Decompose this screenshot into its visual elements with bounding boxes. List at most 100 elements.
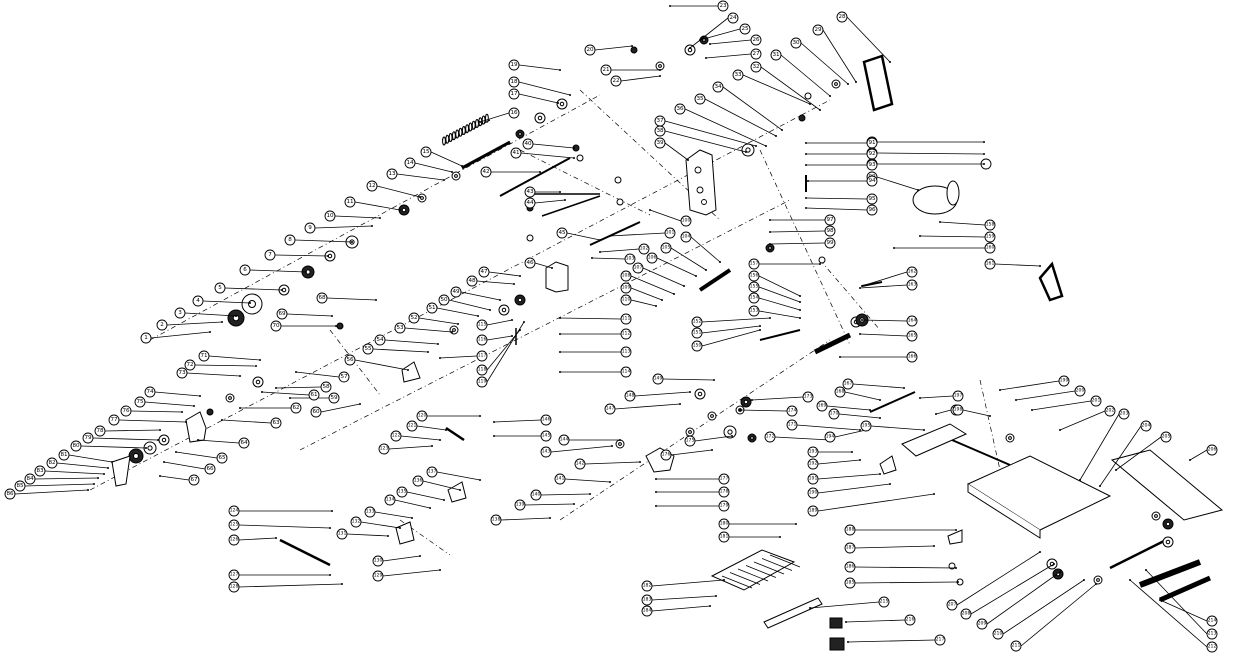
callout-bubble-199 xyxy=(1058,375,1070,387)
callout-anchor-102 xyxy=(599,251,601,253)
callout-leader-174 xyxy=(739,409,788,412)
callout-anchor-57 xyxy=(295,371,297,373)
callout-bubble-138 xyxy=(490,514,502,526)
tray-slot-2 xyxy=(737,568,769,582)
callout-anchor-110 xyxy=(655,305,657,307)
callout-bubble-95 xyxy=(866,193,878,205)
callout-number-188: 188 xyxy=(846,527,855,533)
callout-number-214: 214 xyxy=(1208,618,1217,624)
callout-anchor-215 xyxy=(809,607,811,609)
callout-leader-148 xyxy=(634,391,691,397)
callout-leader-63 xyxy=(221,419,272,424)
callout-bubble-187 xyxy=(844,542,856,554)
callout-number-138: 138 xyxy=(492,517,501,523)
callout-bubble-39 xyxy=(654,137,666,149)
callout-bubble-100 xyxy=(680,215,692,227)
callout-number-58: 58 xyxy=(322,384,330,390)
callout-leader-147 xyxy=(614,403,681,410)
callout-bubble-200 xyxy=(1074,385,1086,397)
callout-leader-13 xyxy=(396,173,445,181)
callout-187: 187 xyxy=(844,542,935,554)
callout-bubble-42 xyxy=(480,166,492,178)
callout-anchor-139 xyxy=(573,503,575,505)
callout-123: 123 xyxy=(378,443,433,455)
callout-137: 137 xyxy=(426,466,481,481)
callout-bubble-51 xyxy=(426,302,438,314)
callout-leader-44 xyxy=(534,199,566,204)
callout-number-139: 139 xyxy=(516,502,525,508)
callout-24: 24 xyxy=(689,12,739,49)
callout-183: 183 xyxy=(641,594,717,606)
callout-number-158: 158 xyxy=(986,222,995,228)
callout-leader-214 xyxy=(1159,599,1208,622)
callout-bubble-188 xyxy=(844,524,856,536)
callout-anchor-153 xyxy=(799,317,801,319)
callout-leader-79 xyxy=(92,437,159,441)
callout-bubble-179 xyxy=(718,500,730,512)
callout-number-180: 180 xyxy=(720,521,729,527)
callout-number-145: 145 xyxy=(542,433,551,439)
callout-number-173: 173 xyxy=(804,394,813,400)
callout-number-57: 57 xyxy=(340,374,348,380)
callout-41: 41 xyxy=(510,147,575,159)
callout-leader-182 xyxy=(651,579,725,587)
callout-57: 57 xyxy=(295,371,350,383)
callout-leader-132 xyxy=(360,521,401,529)
callout-leader-108 xyxy=(630,275,675,295)
callout-89: 89 xyxy=(866,158,985,170)
callout-bubble-135 xyxy=(396,486,408,498)
callout-anchor-201 xyxy=(1031,409,1033,411)
callout-leader-24 xyxy=(689,17,729,49)
bracket-part-137 xyxy=(447,481,467,503)
callout-bubble-117 xyxy=(476,350,488,362)
callout-number-44: 44 xyxy=(526,200,534,206)
callout-40: 40 xyxy=(522,138,575,150)
callout-anchor-94 xyxy=(807,180,809,182)
callout-69: 69 xyxy=(276,308,333,320)
callout-leader-73 xyxy=(186,372,241,377)
callout-anchor-152 xyxy=(769,317,771,319)
callout-bubble-192 xyxy=(807,458,819,470)
callout-number-6: 6 xyxy=(243,267,247,273)
callout-194: 194 xyxy=(824,429,867,443)
callout-anchor-100 xyxy=(649,209,651,211)
callout-number-33: 33 xyxy=(734,72,742,78)
callout-54: 54 xyxy=(374,334,439,346)
belt-part-28 xyxy=(862,54,894,112)
callout-number-67: 67 xyxy=(190,477,198,483)
callout-86: 86 xyxy=(4,488,89,500)
callout-27: 27 xyxy=(705,48,762,60)
callout-number-97: 97 xyxy=(826,217,834,223)
callout-74: 74 xyxy=(144,386,201,398)
callout-32: 32 xyxy=(750,61,821,111)
callout-leader-58 xyxy=(275,386,322,389)
callout-leader-25 xyxy=(699,28,741,41)
callout-18: 18 xyxy=(508,76,571,96)
callout-anchor-75 xyxy=(193,405,195,407)
gear-49 xyxy=(614,176,622,184)
axis-link-5 xyxy=(819,259,881,331)
callout-bubble-198 xyxy=(952,404,964,416)
callout-anchor-175 xyxy=(731,435,733,437)
callout-number-167: 167 xyxy=(844,381,853,387)
callout-99: 99 xyxy=(769,237,836,249)
callout-leader-26 xyxy=(709,39,752,45)
callout-anchor-211 xyxy=(1095,583,1097,585)
callout-161: 161 xyxy=(984,258,1041,270)
gear-hub-23 xyxy=(228,396,232,400)
callout-leader-146 xyxy=(493,419,542,423)
callout-1: 1 xyxy=(140,331,211,344)
callout-number-123: 123 xyxy=(380,446,389,452)
callout-anchor-133 xyxy=(411,517,413,519)
switch-part-216 xyxy=(829,617,843,629)
spring-coil-13 xyxy=(485,113,489,123)
callout-anchor-190 xyxy=(889,483,891,485)
callout-anchor-199 xyxy=(999,389,1001,391)
callout-bubble-75 xyxy=(134,396,146,408)
callout-number-211: 211 xyxy=(1012,643,1021,649)
callout-bubble-160 xyxy=(984,242,996,254)
callout-leader-169 xyxy=(826,405,871,411)
callout-leader-11 xyxy=(354,201,401,211)
callout-bubble-205 xyxy=(1160,431,1172,443)
gear-hub-26 xyxy=(147,445,153,451)
